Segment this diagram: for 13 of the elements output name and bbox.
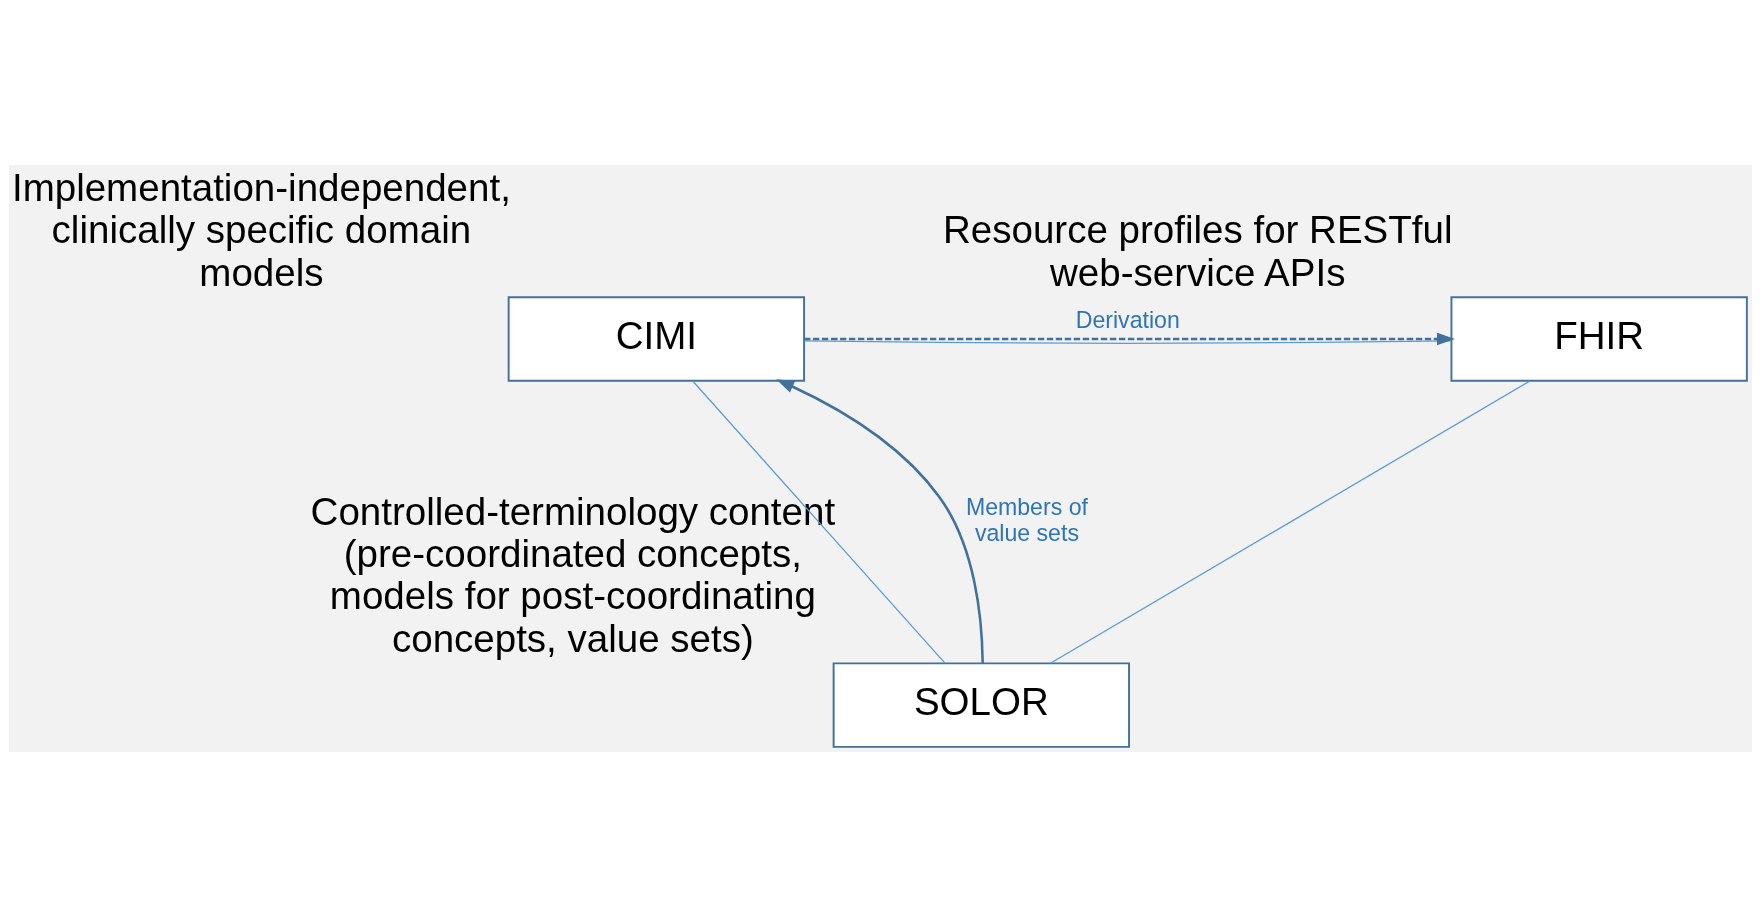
edge-label: Derivation — [1075, 307, 1180, 333]
node-box: CIMI — [507, 296, 806, 382]
node-label: Implementation-independent, clinically specific domain models — [11, 165, 511, 294]
node-box: FHIR — [1450, 296, 1748, 382]
connector — [692, 380, 946, 664]
connector — [803, 340, 1452, 344]
node-label: Resource profiles for RESTful web-service APIs — [943, 208, 1453, 294]
arrow — [804, 332, 1455, 346]
node-box: SOLOR — [832, 662, 1130, 748]
node-label: Controlled-terminology content (pre-coordinated concepts, models for post-coordinating concepts, value sets) — [310, 489, 836, 660]
edge-label: Members of value sets — [965, 493, 1088, 546]
arrow — [776, 379, 984, 664]
connector — [1049, 380, 1531, 664]
